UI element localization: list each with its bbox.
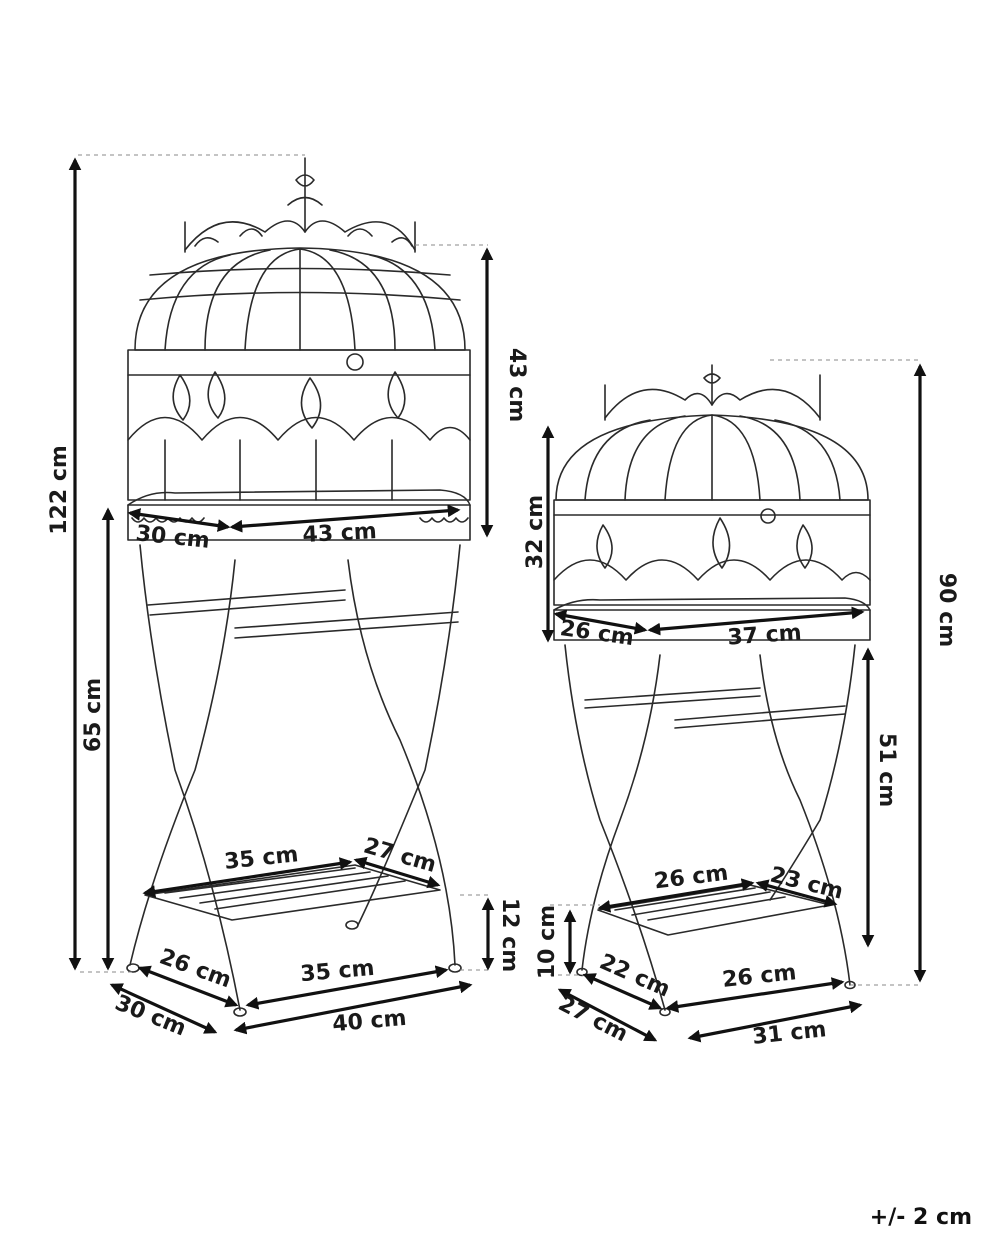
small-outer-width-label: 31 cm xyxy=(751,1017,827,1050)
large-stand-labels: 122 cm 43 cm 65 cm 30 cm 43 cm 35 cm 27 … xyxy=(47,348,529,1042)
large-outer-depth-arrow xyxy=(109,983,218,1034)
large-shelf-width-arrow xyxy=(142,857,353,898)
large-outer-width-arrow xyxy=(233,980,473,1035)
small-shelf-height-label: 10 cm xyxy=(535,905,560,979)
small-tray-width-label: 37 cm xyxy=(727,620,803,650)
large-inner-width-label: 35 cm xyxy=(299,956,375,987)
small-tray-width-arrow xyxy=(647,606,865,636)
small-outer-depth-arrow xyxy=(557,988,658,1042)
small-total-height-label: 90 cm xyxy=(934,573,959,647)
large-tray-width-arrow xyxy=(229,504,461,533)
large-shelf-depth-arrow xyxy=(353,856,441,889)
large-inner-depth-label: 26 cm xyxy=(156,944,234,993)
large-total-height-label: 122 cm xyxy=(47,445,72,535)
large-tray-depth-label: 30 cm xyxy=(134,521,210,554)
small-tray-depth-label: 26 cm xyxy=(558,616,635,651)
small-inner-width-label: 26 cm xyxy=(721,960,797,993)
dimension-arrows xyxy=(68,157,927,1043)
small-cage-height-label: 32 cm xyxy=(523,495,548,569)
small-stand-height-label: 51 cm xyxy=(874,733,899,807)
tolerance-note: +/- 2 cm xyxy=(869,1205,972,1230)
large-shelf-depth-label: 27 cm xyxy=(361,834,439,878)
large-outer-width-label: 40 cm xyxy=(331,1006,407,1037)
large-outer-depth-label: 30 cm xyxy=(111,990,189,1041)
large-cage-height-label: 43 cm xyxy=(504,348,529,422)
small-inner-depth-label: 22 cm xyxy=(596,950,674,1003)
small-plant-stand-drawing xyxy=(553,364,871,1017)
small-outer-width-arrow xyxy=(687,1000,863,1043)
small-shelf-depth-arrow xyxy=(755,879,838,908)
small-outer-depth-label: 27 cm xyxy=(554,991,632,1047)
large-tray-width-label: 43 cm xyxy=(302,519,377,548)
large-tray-depth-arrow xyxy=(127,508,231,532)
small-shelf-width-arrow xyxy=(597,878,755,913)
small-tray-depth-arrow xyxy=(553,609,648,635)
small-stand-labels: 90 cm 32 cm 51 cm 26 cm 37 cm 26 cm 23 c… xyxy=(523,495,959,1050)
large-stand-height-label: 65 cm xyxy=(81,678,106,752)
large-shelf-height-label: 12 cm xyxy=(497,898,522,972)
